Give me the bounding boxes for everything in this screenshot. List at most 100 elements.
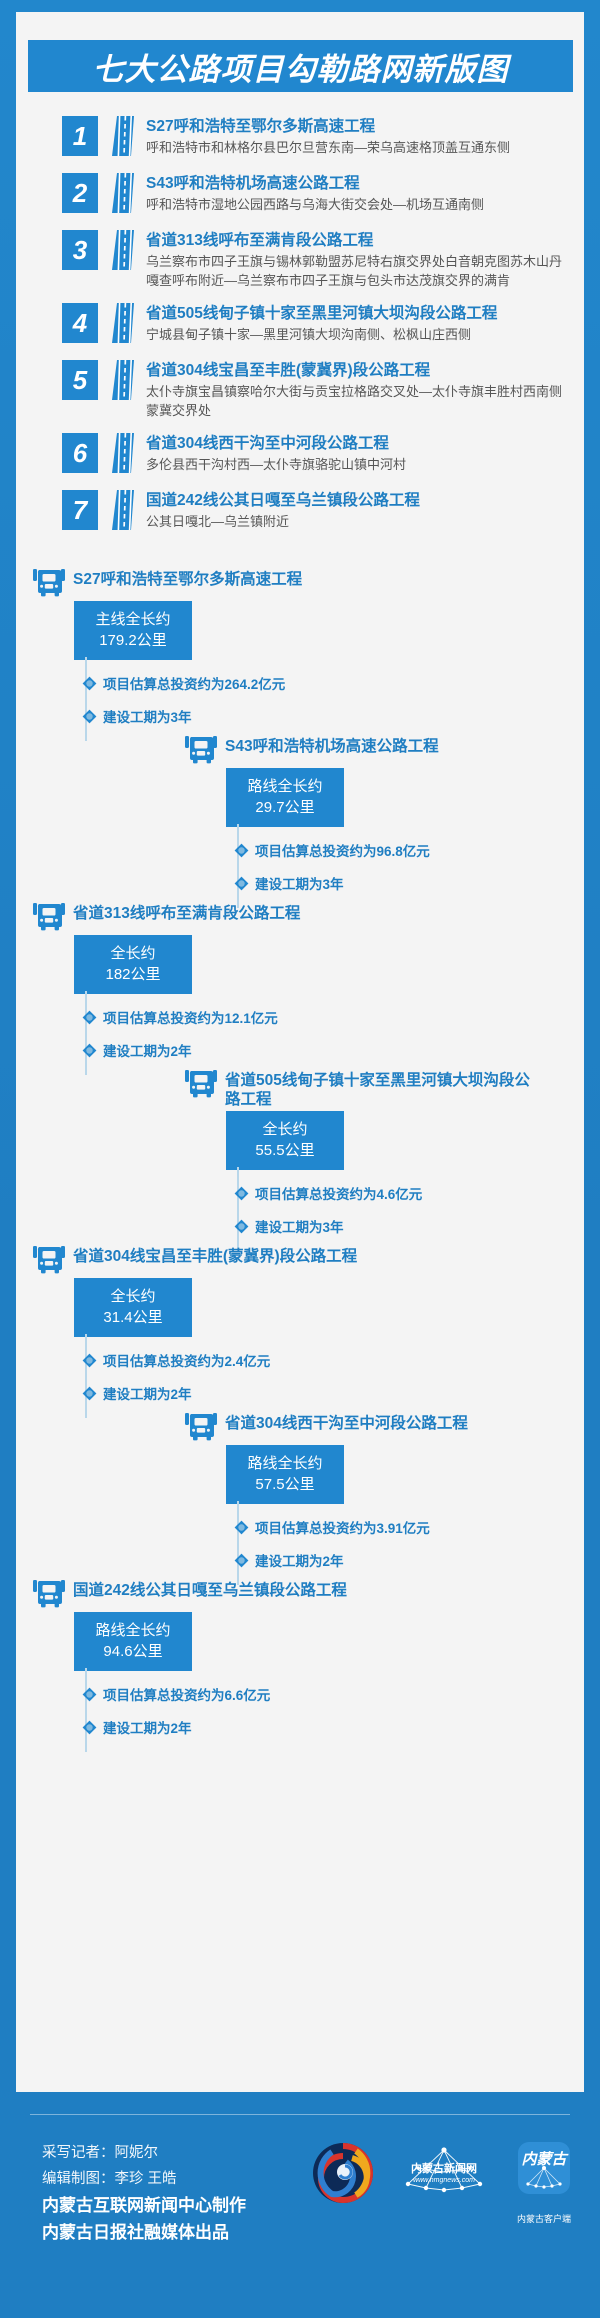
length-box: 路线全长约 94.6公里	[74, 1612, 192, 1671]
nmg-app-logo: 内蒙古 内蒙古客户端	[514, 2142, 574, 2225]
length-label: 路线全长约	[247, 778, 323, 795]
diamond-icon-wrap	[234, 1186, 249, 1201]
list-item-desc: 宁城县甸子镇十家—黑里河镇大坝沟南侧、松枫山庄西侧	[146, 327, 472, 342]
investment-row: 项目估算总投资约为2.4亿元	[74, 1350, 574, 1370]
logo-group: 内蒙古新闻网 www.nmgnews.com	[312, 2142, 574, 2225]
diamond-bullet-icon	[82, 1353, 97, 1367]
road-icon	[112, 489, 134, 531]
investment-row: 项目估算总投资约为4.6亿元	[226, 1183, 574, 1203]
list-item-title: S27呼和浩特至鄂尔多斯高速工程	[146, 118, 376, 135]
diamond-icon-wrap	[82, 709, 97, 724]
investment-row: 项目估算总投资约为12.1亿元	[74, 1007, 574, 1027]
road-icon	[112, 432, 134, 474]
list-item-title: S43呼和浩特机场高速公路工程	[146, 175, 360, 192]
project-card-body: 路线全长约 94.6公里项目估算总投资约为6.6亿元建设工期为2年	[32, 1612, 574, 1752]
bus-icon	[185, 1070, 217, 1098]
diamond-bullet-icon	[234, 1553, 249, 1567]
length-value: 179.2公里	[99, 632, 167, 649]
diamond-icon-wrap	[82, 1353, 97, 1368]
investment-text: 项目估算总投资约为96.8亿元	[255, 844, 430, 859]
diamond-icon-wrap	[82, 1386, 97, 1401]
title-bar: 七大公路项目勾勒路网新版图	[28, 40, 573, 92]
diamond-icon-wrap	[82, 676, 97, 691]
project-card[interactable]: 国道242线公其日嘎至乌兰镇段公路工程路线全长约 94.6公里项目估算总投资约为6…	[16, 1578, 584, 1752]
duration-row: 建设工期为2年	[74, 1717, 574, 1737]
footer-divider	[30, 2114, 570, 2115]
list-item-desc: 太仆寺旗宝昌镇察哈尔大街与贡宝拉格路交叉处—太仆寺旗丰胜村西南侧蒙冀交界处	[146, 384, 563, 418]
list-item-number: 1	[62, 116, 98, 156]
diamond-icon-wrap	[234, 1553, 249, 1568]
road-icon	[112, 115, 134, 157]
duration-row: 建设工期为3年	[74, 706, 574, 726]
duration-row: 建设工期为2年	[74, 1040, 574, 1060]
diamond-bullet-icon	[234, 1520, 249, 1534]
investment-row: 项目估算总投资约为6.6亿元	[74, 1684, 574, 1704]
list-item-texts: 省道304线宝昌至丰胜(蒙冀界)段公路工程太仆寺旗宝昌镇察哈尔大街与贡宝拉格路交…	[146, 360, 570, 420]
bus-icon	[185, 736, 217, 764]
list-item-title: 省道304线西干沟至中河段公路工程	[146, 435, 389, 452]
list-item-desc: 乌兰察布市四子王旗与锡林郭勒盟苏尼特右旗交界处白音朝克图苏木山丹嘎查呼布附近—乌…	[146, 254, 563, 288]
diamond-icon-wrap	[234, 843, 249, 858]
diamond-bullet-icon	[82, 1687, 97, 1701]
bus-icon-wrap	[184, 734, 218, 766]
length-label: 路线全长约	[247, 1455, 323, 1472]
investment-text: 项目估算总投资约为2.4亿元	[103, 1354, 271, 1369]
duration-text: 建设工期为3年	[255, 1220, 344, 1235]
road-icon-wrap	[108, 172, 140, 214]
road-icon-wrap	[108, 115, 140, 157]
credit-publisher: 内蒙古日报社融媒体出品	[42, 2223, 229, 2242]
investment-row: 项目估算总投资约为3.91亿元	[226, 1517, 574, 1537]
nmg-news-logo: 内蒙古新闻网 www.nmgnews.com	[388, 2142, 500, 2205]
road-icon	[112, 302, 134, 344]
nmg-news-logo-name: 内蒙古新闻网	[411, 2161, 477, 2175]
diamond-icon-wrap	[82, 1687, 97, 1702]
diamond-icon-wrap	[234, 1520, 249, 1535]
swirl-logo-icon	[313, 2143, 373, 2204]
bus-icon-wrap	[32, 1244, 66, 1276]
bus-icon	[33, 569, 65, 597]
nmg-news-network-icon: 内蒙古新闻网 www.nmgnews.com	[405, 2147, 483, 2193]
length-value: 94.6公里	[103, 1643, 163, 1660]
length-value: 57.5公里	[255, 1476, 315, 1493]
page-title: 七大公路项目勾勒路网新版图	[92, 51, 509, 87]
road-icon-wrap	[108, 359, 140, 401]
diamond-icon-wrap	[82, 1043, 97, 1058]
list-item-texts: 省道505线甸子镇十家至黑里河镇大坝沟段公路工程宁城县甸子镇十家—黑里河镇大坝沟…	[146, 303, 570, 344]
timeline-connector	[85, 657, 87, 741]
diamond-icon-wrap	[82, 1720, 97, 1735]
road-icon-wrap	[108, 229, 140, 271]
length-label: 路线全长约	[95, 1622, 171, 1639]
list-item-title: 省道313线呼布至满肯段公路工程	[146, 232, 374, 249]
bus-icon-wrap	[32, 1578, 66, 1610]
duration-row: 建设工期为3年	[226, 1216, 574, 1236]
swirl-logo	[312, 2142, 374, 2209]
road-icon-wrap	[108, 302, 140, 344]
duration-row: 建设工期为2年	[226, 1550, 574, 1570]
bus-icon-wrap	[32, 567, 66, 599]
project-card-title: 国道242线公其日嘎至乌兰镇段公路工程	[73, 1582, 347, 1599]
length-value: 55.5公里	[255, 1142, 315, 1159]
project-card-body: 路线全长约 57.5公里项目估算总投资约为3.91亿元建设工期为2年	[184, 1445, 574, 1585]
timeline-connector	[85, 1334, 87, 1418]
road-icon	[112, 172, 134, 214]
length-label: 全长约	[262, 1121, 308, 1138]
road-icon-wrap	[108, 489, 140, 531]
diamond-bullet-icon	[82, 1720, 97, 1734]
road-icon-wrap	[108, 432, 140, 474]
list-item-desc: 呼和浩特市湿地公园西路与乌海大街交会处—机场互通南侧	[146, 197, 485, 212]
